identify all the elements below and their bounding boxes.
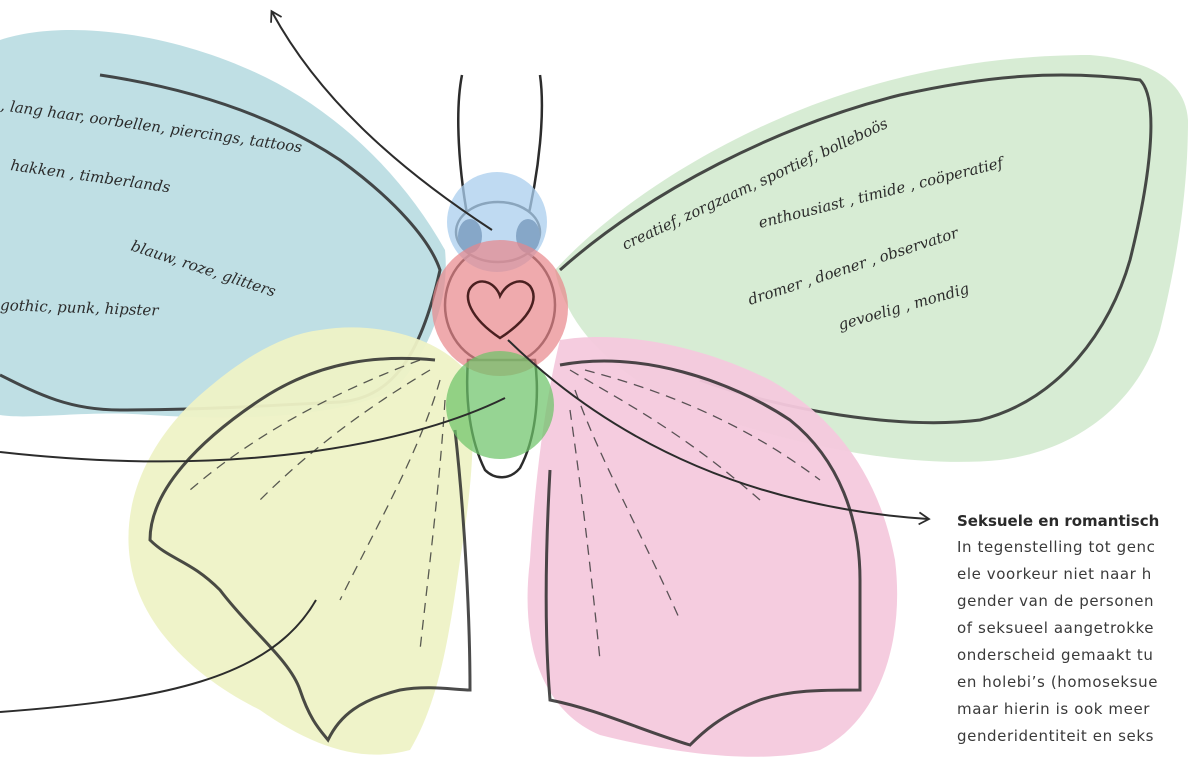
caption-line: of seksueel aangetrokke <box>957 615 1191 642</box>
caption-line: en holebi’s (homoseksue <box>957 669 1191 696</box>
caption-line: gender van de personen <box>957 588 1191 615</box>
caption-line: onderscheid gemaakt tu <box>957 642 1191 669</box>
caption-line: maar hierin is ook meer <box>957 696 1191 723</box>
caption-body: In tegenstelling tot genc ele voorkeur n… <box>957 534 1191 750</box>
caption-line: ele voorkeur niet naar h <box>957 561 1191 588</box>
caption-line: genderidentiteit en seks <box>957 723 1191 750</box>
caption-line: In tegenstelling tot genc <box>957 534 1191 561</box>
caption-title: Seksuele en romantisch <box>957 512 1191 530</box>
sexual-orientation-caption: Seksuele en romantisch In tegenstelling … <box>957 512 1191 750</box>
